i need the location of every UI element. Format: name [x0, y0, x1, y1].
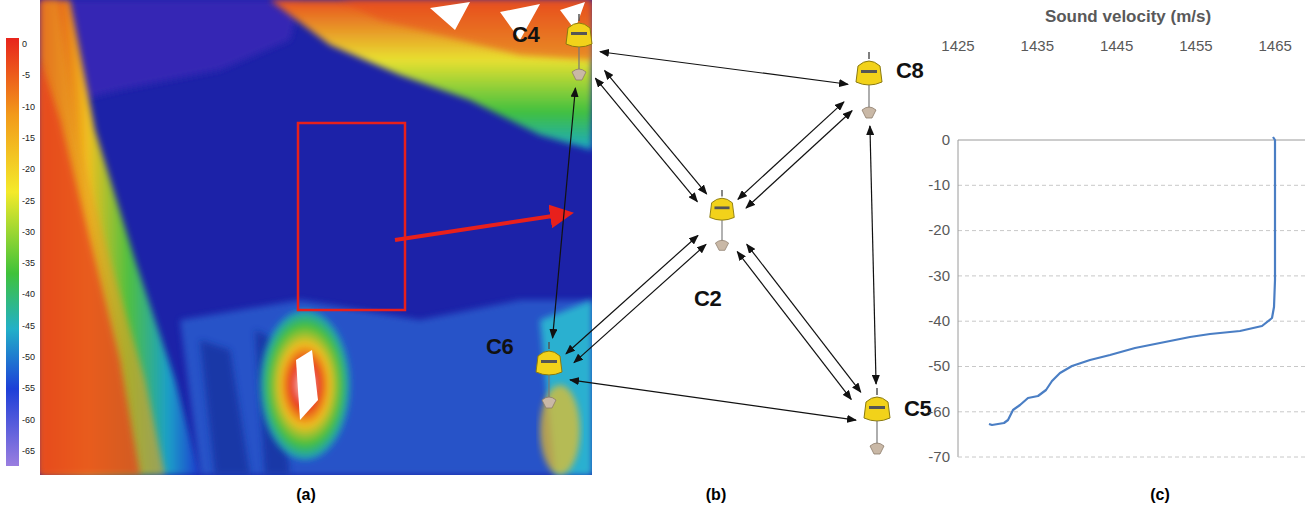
link-arrow	[737, 252, 851, 400]
scale-tick: -45	[21, 322, 36, 332]
scale-tick: -60	[21, 416, 36, 426]
scale-tick: -50	[21, 353, 36, 363]
station-label: C6	[486, 334, 513, 360]
link-arrow	[605, 71, 707, 194]
axis-tick: 1425	[941, 38, 974, 55]
scale-tick: -15	[21, 134, 36, 144]
link-arrow	[746, 111, 852, 208]
buoy-node: C6	[532, 342, 566, 412]
scale-tick: 0	[21, 40, 28, 50]
buoy-icon	[532, 342, 566, 412]
station-label: C4	[512, 22, 539, 48]
axis-title: Sound velocity (m/s)	[1045, 8, 1211, 27]
panel-letter: (b)	[706, 486, 726, 504]
station-label: C8	[896, 58, 923, 84]
link-arrow	[553, 88, 576, 338]
axis-tick: -20	[928, 222, 950, 239]
link-arrow	[600, 52, 848, 84]
panel-letter: (a)	[296, 486, 316, 504]
axis-tick: -70	[928, 449, 950, 466]
axis-tick: -30	[928, 268, 950, 285]
link-arrow	[870, 126, 876, 384]
scale-tick: -20	[21, 165, 36, 175]
station-label: C2	[694, 286, 721, 312]
axis-tick: 0	[942, 132, 950, 149]
buoy-icon	[852, 52, 886, 122]
link-arrow	[747, 244, 861, 392]
scale-tick: -35	[21, 259, 36, 269]
buoy-icon	[860, 388, 894, 458]
scale-tick: -25	[21, 197, 36, 207]
scale-tick: -65	[21, 447, 36, 457]
buoy-icon	[706, 190, 738, 254]
link-arrow	[570, 380, 856, 420]
station-label: C5	[904, 396, 931, 422]
axis-tick: 1465	[1259, 38, 1292, 55]
scale-tick: -10	[21, 103, 36, 113]
axis-tick: -60	[928, 404, 950, 421]
link-arrow	[566, 235, 698, 353]
link-arrow	[738, 102, 844, 199]
axis-tick: 1455	[1179, 38, 1212, 55]
buoy-node: C5	[860, 388, 894, 458]
buoy-node: C4	[562, 14, 596, 84]
buoy-node: C2	[706, 190, 738, 254]
buoy-node: C8	[852, 52, 886, 122]
axis-tick: 1435	[1021, 38, 1054, 55]
buoy-icon	[562, 14, 596, 84]
link-arrow	[595, 78, 697, 201]
scale-tick: -40	[21, 290, 36, 300]
axis-tick: 1445	[1100, 38, 1133, 55]
axis-tick: -40	[928, 313, 950, 330]
axis-tick: -10	[928, 177, 950, 194]
scale-tick: -55	[21, 384, 36, 394]
panel-letter: (c)	[1150, 486, 1170, 504]
scale-tick: -5	[21, 71, 31, 81]
axis-tick: -50	[928, 358, 950, 375]
scale-tick: -30	[21, 228, 36, 238]
link-arrow	[574, 244, 706, 362]
